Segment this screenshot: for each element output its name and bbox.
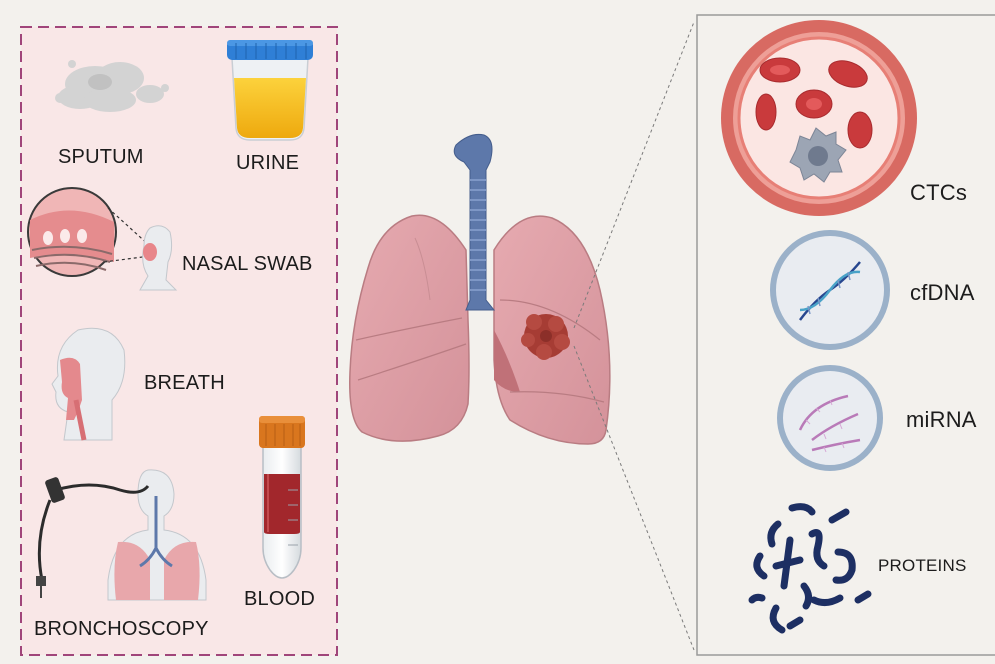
- mirna-vesicle-icon: [780, 368, 880, 468]
- label-bronchoscopy: BRONCHOSCOPY: [34, 618, 209, 641]
- label-nasal-swab: NASAL SWAB: [182, 253, 313, 276]
- label-cfdna: cfDNA: [910, 280, 975, 306]
- label-proteins: PROTEINS: [878, 556, 967, 576]
- label-mirna: miRNA: [906, 407, 977, 433]
- label-urine: URINE: [236, 152, 299, 175]
- blood-vessel-ctc-icon: [721, 20, 917, 216]
- cfdna-vesicle-icon: [773, 233, 887, 347]
- label-blood: BLOOD: [244, 588, 315, 611]
- blood-tube-icon: [259, 416, 305, 578]
- urine-cup-icon: [227, 40, 313, 140]
- label-ctcs: CTCs: [910, 180, 967, 206]
- label-sputum: SPUTUM: [58, 146, 144, 169]
- label-breath: BREATH: [144, 372, 225, 395]
